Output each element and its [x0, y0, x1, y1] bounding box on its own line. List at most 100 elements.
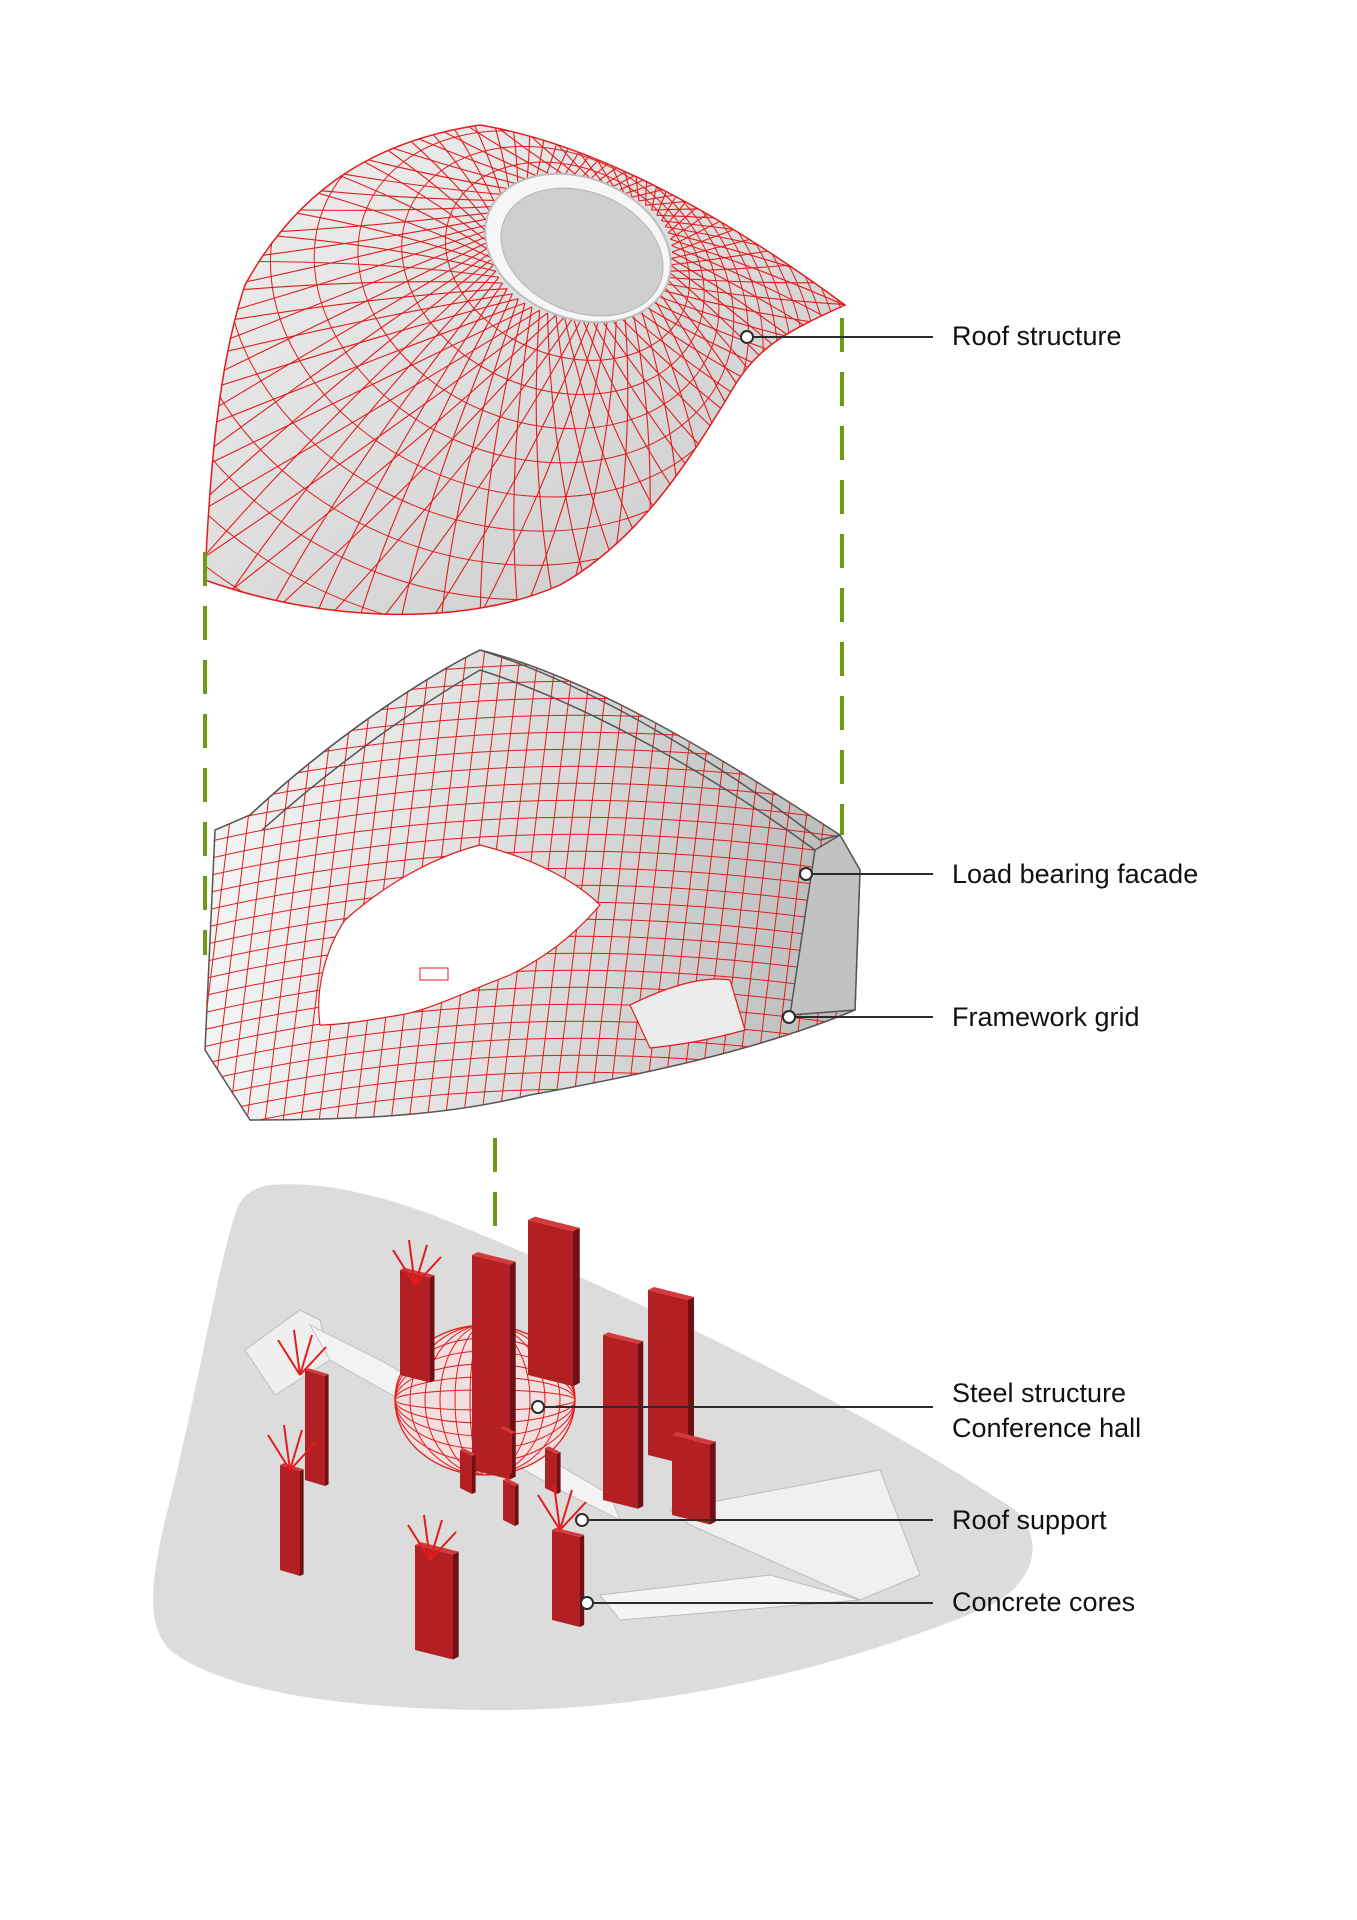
roof-mesh-line	[525, 312, 617, 615]
concrete-core-top	[400, 1267, 435, 1278]
atrium-opening	[318, 844, 601, 1026]
concrete-core-face	[648, 1290, 688, 1465]
roof-mesh-line	[205, 293, 513, 391]
concrete-core-face	[603, 1335, 638, 1509]
roof-mesh-line	[667, 125, 845, 234]
roof-mesh-line	[607, 125, 845, 190]
concrete-core-top	[545, 1446, 561, 1454]
roof-mesh-line	[645, 125, 729, 206]
grid-line	[317, 650, 379, 1120]
concrete-core-face	[672, 1435, 710, 1525]
concrete-core-side	[710, 1441, 716, 1525]
roof-mesh-line	[531, 125, 555, 198]
facade-right-face	[789, 833, 861, 1016]
callout-dot	[575, 1513, 589, 1527]
label-conference-hall: Conference hall	[952, 1413, 1141, 1443]
roof-support-strut	[429, 1519, 443, 1561]
roof-mesh-line	[296, 125, 504, 222]
roof-mesh-line	[217, 125, 497, 234]
roof-mesh-line	[426, 316, 601, 615]
concrete-core-top	[648, 1287, 694, 1300]
roof-support-strut	[289, 1429, 303, 1471]
callout-concrete-cores: Concrete cores	[580, 1587, 1135, 1617]
roof-support-strut	[407, 1524, 431, 1561]
label-load-bearing-facade: Load bearing facade	[952, 859, 1198, 889]
roof-mesh-line	[513, 306, 537, 615]
roof-mesh-line	[205, 214, 508, 276]
alignment-guides	[203, 318, 844, 1235]
concrete-core-face	[552, 1530, 580, 1627]
callout-steel-structure: Steel structure Conference hall	[531, 1378, 1141, 1443]
concrete-core-side	[638, 1341, 644, 1509]
concrete-core-top	[528, 1216, 580, 1232]
roof-mesh-line	[248, 316, 565, 615]
roof-mesh-line	[205, 245, 493, 477]
ground-floor-drawing	[153, 1184, 1033, 1710]
roof-mesh-line	[651, 125, 778, 211]
roof-mesh-line	[210, 125, 557, 190]
concrete-core-side	[580, 1534, 585, 1627]
roof-mesh-line	[205, 220, 503, 317]
roof-support-strut	[283, 1424, 291, 1471]
facade-rim	[249, 649, 841, 841]
ramp-lower	[599, 1574, 861, 1621]
callout-dot	[782, 1010, 796, 1024]
grid-line	[205, 816, 860, 864]
roof-mesh-line	[332, 317, 583, 615]
roof-mesh-line	[205, 185, 494, 266]
roof-mesh-line	[386, 125, 513, 211]
roof-mesh-line	[671, 125, 845, 247]
concrete-core-top	[603, 1332, 644, 1344]
roof-mesh-line	[665, 226, 845, 358]
roof-support-strut	[537, 1494, 561, 1531]
concrete-core-side	[557, 1452, 561, 1494]
grid-line	[205, 969, 860, 1017]
roof-mesh-line	[205, 264, 495, 582]
roof-support-strut	[289, 1441, 317, 1471]
roof-mesh-line	[590, 125, 845, 187]
grid-line	[190, 1123, 880, 1169]
grid-line	[138, 640, 198, 1130]
grid-line	[205, 833, 860, 881]
roof-mesh-ring	[401, 145, 705, 396]
grid-line	[587, 650, 649, 1120]
concrete-core-top	[552, 1527, 585, 1537]
grid-line	[353, 650, 415, 1120]
roof-mesh-line	[539, 125, 591, 194]
roof-mesh-line	[660, 125, 845, 222]
concrete-core-side	[472, 1454, 476, 1494]
concrete-core-top	[672, 1432, 716, 1445]
roof-mesh-line	[572, 125, 786, 187]
roof-mesh-line	[378, 317, 592, 615]
roof-mesh-line	[288, 125, 574, 187]
roof-mesh-line	[205, 251, 493, 514]
roof-mesh-line	[639, 154, 845, 202]
grid-line	[205, 1003, 860, 1051]
roof-support-strut	[423, 1514, 431, 1561]
site-slab	[153, 1184, 1033, 1710]
roof-mesh-line	[217, 270, 497, 612]
roof-support-strut	[408, 1239, 416, 1286]
concrete-core-top	[305, 1368, 329, 1376]
concrete-core-side	[300, 1469, 304, 1576]
roof-mesh-line	[670, 238, 845, 439]
roof-mesh-line	[288, 317, 574, 615]
concrete-core-face	[280, 1465, 300, 1576]
roof-mesh-line	[205, 306, 533, 508]
roof-mesh-line	[205, 226, 500, 358]
concrete-core-face	[305, 1370, 325, 1486]
concrete-core-face	[472, 1255, 510, 1480]
concrete-core-face	[503, 1480, 515, 1526]
roof-mesh-ring	[444, 161, 691, 361]
roof-structure-drawing	[204, 124, 847, 616]
roof-mesh-line	[205, 258, 493, 549]
roof-mesh-line	[664, 125, 845, 228]
roof-mesh-line	[633, 125, 680, 202]
roof-mesh-line	[255, 125, 500, 228]
roof-support-strut	[414, 1256, 442, 1286]
roof-mesh-line	[671, 147, 845, 260]
roof-mesh-line	[340, 288, 508, 615]
roof-mesh-line	[435, 298, 519, 615]
label-steel-structure: Steel structure	[952, 1378, 1126, 1408]
roof-mesh-line	[340, 125, 508, 216]
